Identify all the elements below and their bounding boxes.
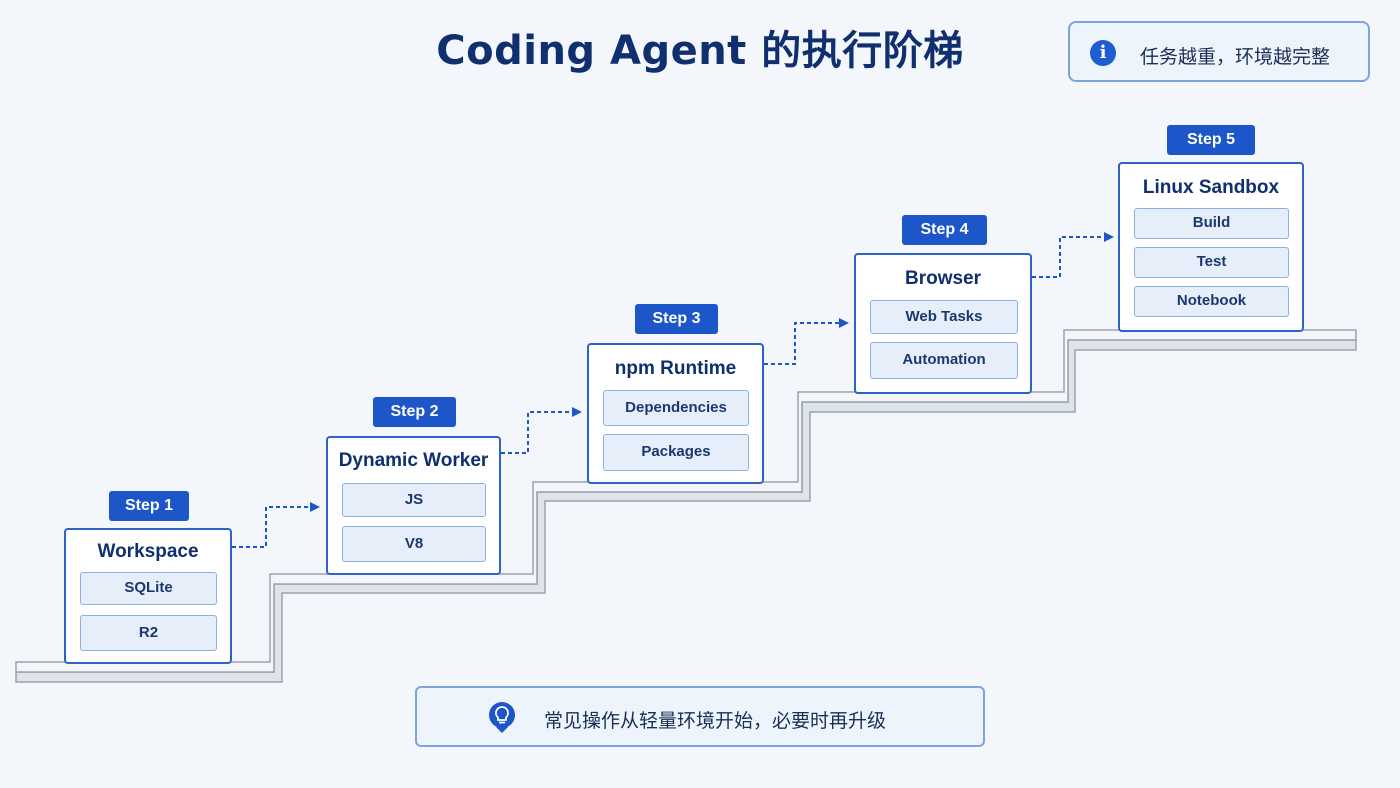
step-5-item: Notebook: [1134, 286, 1289, 317]
step-3-title: npm Runtime: [614, 358, 737, 379]
step-1-item: SQLite: [80, 572, 217, 605]
step-5-item: Build: [1134, 208, 1289, 239]
step-5-badge: Step 5: [1167, 125, 1255, 155]
step-2-item: V8: [342, 526, 486, 562]
lightbulb-icon: [489, 702, 515, 733]
step-5-item: Test: [1134, 247, 1289, 278]
step-1-card: Workspace SQLite R2: [64, 528, 232, 664]
step-4-badge: Step 4: [902, 215, 987, 245]
page-title: Coding Agent 的执行阶梯: [436, 28, 964, 74]
step-5-title: Linux Sandbox: [1142, 177, 1280, 198]
step-1-badge: Step 1: [109, 491, 189, 521]
step-2-badge: Step 2: [373, 397, 456, 427]
step-4-title: Browser: [904, 268, 982, 289]
tip-text: 常见操作从轻量环境开始，必要时再升级: [544, 710, 887, 732]
info-callout-text: 任务越重，环境越完整: [1140, 46, 1331, 68]
connector-arrow-4: [1032, 232, 1114, 278]
step-3-item: Packages: [603, 434, 749, 471]
step-4-item: Web Tasks: [870, 300, 1018, 334]
step-1-item: R2: [80, 615, 217, 651]
tip-callout: 常见操作从轻量环境开始，必要时再升级: [415, 686, 985, 747]
connector-arrow-1: [232, 502, 320, 548]
step-4-item: Automation: [870, 342, 1018, 379]
step-2-card: Dynamic Worker JS V8: [326, 436, 501, 575]
step-3-badge: Step 3: [635, 304, 718, 334]
step-2-item: JS: [342, 483, 486, 517]
step-5-card: Linux Sandbox Build Test Notebook: [1118, 162, 1304, 332]
info-icon: i: [1090, 40, 1116, 66]
step-4-card: Browser Web Tasks Automation: [854, 253, 1032, 394]
info-callout: i 任务越重，环境越完整: [1068, 21, 1370, 82]
connector-arrow-3: [764, 318, 849, 365]
step-3-card: npm Runtime Dependencies Packages: [587, 343, 764, 484]
step-1-title: Workspace: [97, 541, 199, 562]
step-2-title: Dynamic Worker: [338, 450, 489, 471]
connector-arrow-2: [501, 407, 582, 454]
step-3-item: Dependencies: [603, 390, 749, 426]
